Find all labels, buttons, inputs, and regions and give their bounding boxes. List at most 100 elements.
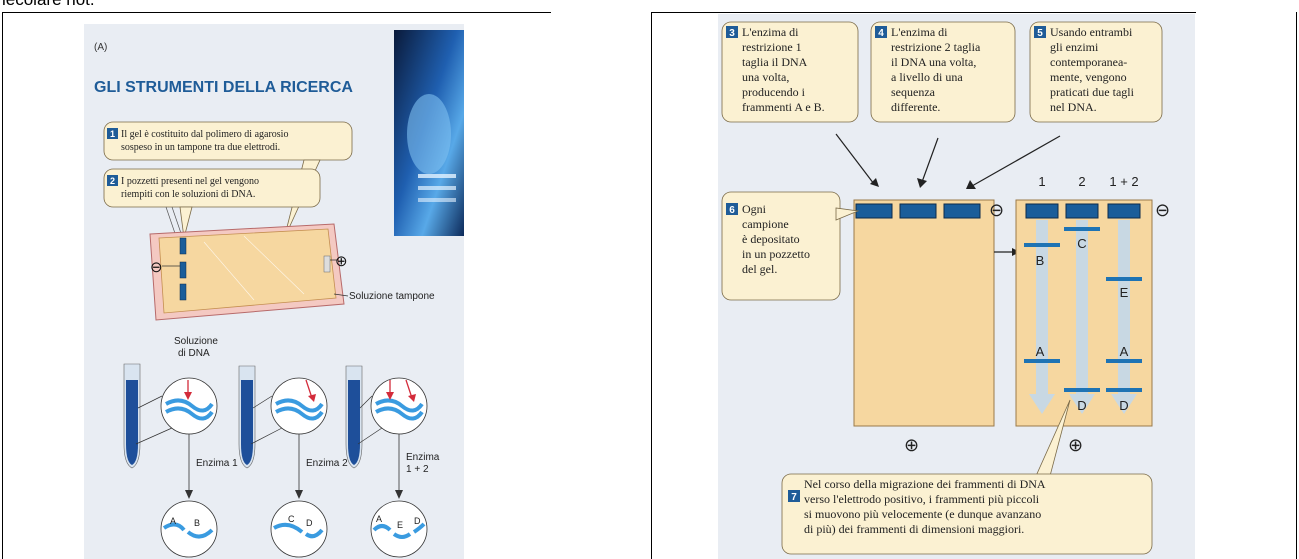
svg-text:E: E [397, 520, 403, 530]
gel-photo [394, 30, 464, 236]
svg-text:campione: campione [742, 217, 789, 231]
tube-1: Enzima 1 A B [123, 363, 238, 558]
svg-text:Ogni: Ogni [742, 202, 767, 216]
step2-badge [107, 175, 118, 186]
table-border-middle [651, 12, 652, 559]
left-figure: (A) GLI STRUMENTI DELLA RICERCA 1 Il gel… [84, 24, 464, 559]
figure-title: GLI STRUMENTI DELLA RICERCA [94, 79, 353, 96]
svg-text:D: D [1077, 398, 1086, 413]
svg-text:restrizione 2 taglia: restrizione 2 taglia [891, 40, 981, 54]
gel-left [853, 199, 995, 427]
gel-tray [149, 223, 345, 321]
minus-electrode: ⊖ [150, 259, 163, 276]
svg-text:D: D [306, 518, 313, 528]
dna-solution-label-1: Soluzione [174, 336, 218, 347]
band-lane3-D [1106, 388, 1142, 392]
gel-left-minus: ⊖ [989, 200, 1004, 220]
svg-text:7: 7 [791, 492, 797, 503]
panel-label: (A) [94, 42, 107, 53]
svg-text:A: A [1036, 344, 1045, 359]
gel-left-plus: ⊕ [904, 435, 919, 455]
band-lane1-B [1024, 243, 1060, 247]
svg-text:C: C [1077, 236, 1086, 251]
dna-solution-label-2: di DNA [178, 348, 210, 359]
step1-text-1: Il gel è costituito dal polimero di agar… [121, 129, 288, 140]
svg-text:praticati due tagli: praticati due tagli [1050, 85, 1135, 99]
svg-text:si muovono più velocemente (e: si muovono più velocemente (e dunque ava… [804, 507, 1041, 521]
svg-text:taglia il DNA: taglia il DNA [742, 55, 808, 69]
table-border-top-right [651, 12, 1196, 13]
svg-text:L'enzima di: L'enzima di [891, 25, 948, 39]
lane-label-3: 1 + 2 [1109, 174, 1138, 189]
svg-text:4: 4 [878, 28, 884, 39]
lane-label-1: 1 [1038, 174, 1045, 189]
band-lane2-C [1064, 227, 1100, 231]
band-lane2-D [1064, 388, 1100, 392]
svg-text:differente.: differente. [891, 100, 940, 114]
svg-text:5: 5 [1037, 28, 1043, 39]
band-lane3-A [1106, 359, 1142, 363]
enzyme-2-label: Enzima 2 [306, 458, 348, 469]
svg-text:B: B [194, 518, 200, 528]
svg-text:producendo i: producendo i [742, 85, 806, 99]
svg-text:di più) dei frammenti di dimen: di più) dei frammenti di dimensioni magg… [804, 522, 1024, 536]
step1-badge [107, 128, 118, 139]
svg-text:D: D [414, 516, 421, 526]
svg-text:2: 2 [110, 176, 115, 186]
svg-text:sequenza: sequenza [891, 85, 936, 99]
svg-text:L'enzima di: L'enzima di [742, 25, 799, 39]
svg-text:è depositato: è depositato [742, 232, 800, 246]
lane-2-arrow [1069, 220, 1095, 414]
gel-right-minus: ⊖ [1155, 200, 1170, 220]
svg-text:contemporanea-: contemporanea- [1050, 55, 1127, 69]
gel-left-well-2 [899, 203, 937, 219]
step1-text-2: sospeso in un tampone tra due elettrodi. [121, 142, 280, 153]
svg-text:il DNA una volta,: il DNA una volta, [891, 55, 976, 69]
band-lane1-A [1024, 359, 1060, 363]
step1-callout [103, 121, 353, 161]
enzyme-1-label: Enzima 1 [196, 458, 238, 469]
svg-text:Usando entrambi: Usando entrambi [1050, 25, 1133, 39]
table-border-right [1296, 12, 1297, 559]
enzyme-combo-label-1: Enzima [406, 452, 440, 463]
step2-text-2: riempiti con le soluzioni di DNA. [121, 189, 255, 200]
svg-text:D: D [1119, 398, 1128, 413]
svg-text:A: A [170, 516, 176, 526]
lane-label-2: 2 [1078, 174, 1085, 189]
svg-text:in un pozzetto: in un pozzetto [742, 247, 810, 261]
gel-right-well-2 [1065, 203, 1099, 219]
table-border-left [2, 12, 3, 559]
svg-text:B: B [1036, 253, 1045, 268]
step2-text-1: I pozzetti presenti nel gel vengono [121, 176, 259, 187]
svg-text:restrizione 1: restrizione 1 [742, 40, 802, 54]
step7-callout [781, 473, 1153, 555]
tube-3: Enzima 1 + 2 A E D [345, 365, 440, 558]
step6-callout [721, 191, 841, 301]
band-lane3-E [1106, 277, 1142, 281]
page-top-text: lecolare not. [2, 0, 95, 10]
svg-text:C: C [288, 514, 295, 524]
svg-text:nel DNA.: nel DNA. [1050, 100, 1097, 114]
right-figure: 3 L'enzima di restrizione 1 taglia il DN… [718, 14, 1195, 559]
lane-1-arrow [1029, 220, 1055, 414]
svg-text:6: 6 [729, 205, 735, 216]
svg-text:A: A [376, 514, 382, 524]
svg-text:A: A [1120, 344, 1129, 359]
gel-right-well-1 [1025, 203, 1059, 219]
svg-text:mente, vengono: mente, vengono [1050, 70, 1127, 84]
plus-electrode: ⊕ [335, 253, 348, 270]
svg-text:Nel corso della migrazione dei: Nel corso della migrazione dei frammenti… [804, 477, 1046, 491]
svg-text:una volta,: una volta, [742, 70, 789, 84]
svg-text:a livello di una: a livello di una [891, 70, 963, 84]
gel-right-well-3 [1107, 203, 1141, 219]
gel-left-well-1 [855, 203, 893, 219]
svg-text:E: E [1120, 285, 1129, 300]
step2-callout [103, 168, 321, 208]
buffer-label: Soluzione tampone [349, 291, 435, 302]
svg-text:1: 1 [110, 129, 115, 139]
step3-callout [721, 21, 859, 123]
table-border-top-left [2, 12, 551, 13]
svg-text:3: 3 [729, 28, 735, 39]
svg-text:frammenti A e B.: frammenti A e B. [742, 100, 825, 114]
gel-right-plus: ⊕ [1068, 435, 1083, 455]
